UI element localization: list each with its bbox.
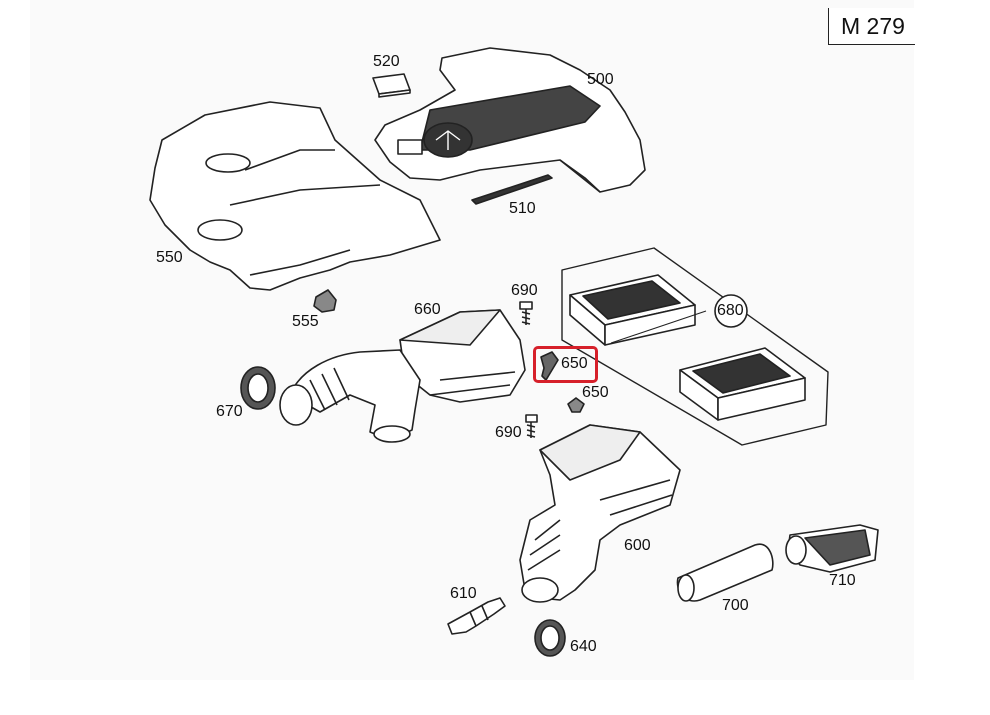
figure-code: M 279 bbox=[841, 13, 905, 39]
label-650[interactable]: 650 bbox=[582, 384, 609, 401]
leader-lines bbox=[610, 310, 707, 344]
label-690-lower[interactable]: 690 bbox=[495, 424, 522, 441]
filter-element-680-drawing bbox=[561, 247, 829, 446]
label-510[interactable]: 510 bbox=[509, 200, 536, 217]
highlight-box bbox=[533, 346, 598, 383]
label-710[interactable]: 710 bbox=[829, 572, 856, 589]
seal-ring-640-drawing bbox=[534, 619, 566, 657]
rubber-mount-650-drawing bbox=[567, 397, 585, 413]
label-680[interactable]: 680 bbox=[717, 302, 744, 319]
clip-555-drawing bbox=[313, 289, 337, 313]
emblem-510-drawing bbox=[471, 174, 553, 205]
label-670[interactable]: 670 bbox=[216, 403, 243, 420]
seal-ring-670-drawing bbox=[240, 366, 276, 410]
label-610[interactable]: 610 bbox=[450, 585, 477, 602]
label-690-upper[interactable]: 690 bbox=[511, 282, 538, 299]
label-550[interactable]: 550 bbox=[156, 249, 183, 266]
label-650-highlighted[interactable]: 650 bbox=[561, 355, 588, 372]
cover-clip-520-drawing bbox=[372, 73, 411, 98]
label-700[interactable]: 700 bbox=[722, 597, 749, 614]
screw-690-lower-drawing bbox=[525, 414, 538, 438]
rubber-mount-650-highlighted-drawing bbox=[540, 351, 559, 381]
hose-610-drawing bbox=[447, 597, 506, 635]
screw-690-upper-drawing bbox=[519, 301, 533, 325]
label-520[interactable]: 520 bbox=[373, 53, 400, 70]
engine-cover-550-drawing bbox=[149, 101, 441, 291]
label-600[interactable]: 600 bbox=[624, 537, 651, 554]
intake-hose-700-drawing bbox=[676, 543, 774, 602]
label-660[interactable]: 660 bbox=[414, 301, 441, 318]
label-500[interactable]: 500 bbox=[587, 71, 614, 88]
label-555[interactable]: 555 bbox=[292, 313, 319, 330]
label-640[interactable]: 640 bbox=[570, 638, 597, 655]
air-duct-710-drawing bbox=[785, 524, 879, 573]
air-filter-housing-660-drawing bbox=[279, 309, 526, 443]
air-filter-housing-600-drawing bbox=[519, 424, 681, 603]
figure-code-box: M 279 bbox=[828, 8, 915, 45]
engine-cover-500-drawing bbox=[374, 47, 646, 193]
